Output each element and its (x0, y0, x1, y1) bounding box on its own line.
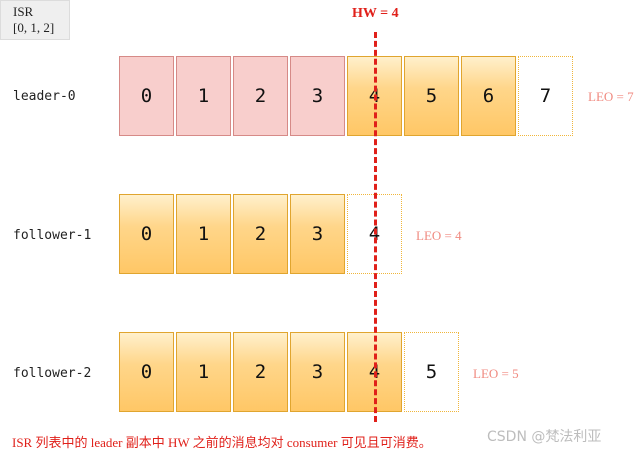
isr-members: [0, 1, 2] (13, 20, 55, 35)
follower-2-cell-2: 2 (233, 332, 288, 412)
row-label-leader-0: leader-0 (13, 89, 76, 104)
leader-0-cell-1: 1 (176, 56, 231, 136)
isr-box: ISR [0, 1, 2] (0, 0, 70, 40)
leader-0-cell-0: 0 (119, 56, 174, 136)
follower-1-cell-1: 1 (176, 194, 231, 274)
row-label-follower-1: follower-1 (13, 228, 92, 243)
leader-0-cell-2: 2 (233, 56, 288, 136)
follower-2-cell-3: 3 (290, 332, 345, 412)
leader-0-cell-6: 6 (461, 56, 516, 136)
leo-follower-1: LEO = 4 (416, 228, 462, 243)
leader-0-cell-5: 5 (404, 56, 459, 136)
leader-0-cell-7: 7 (518, 56, 573, 136)
follower-1-cell-3: 3 (290, 194, 345, 274)
leo-leader-0: LEO = 7 (588, 89, 634, 104)
watermark: CSDN @梵法利亚 (487, 429, 602, 445)
follower-2-cell-0: 0 (119, 332, 174, 412)
hw-label: HW = 4 (352, 6, 399, 21)
follower-1-cell-0: 0 (119, 194, 174, 274)
follower-2-cell-5: 5 (404, 332, 459, 412)
caption: ISR 列表中的 leader 副本中 HW 之前的消息均对 consumer … (12, 435, 432, 450)
leo-follower-2: LEO = 5 (473, 366, 519, 381)
isr-title: ISR (13, 4, 34, 19)
leader-0-cell-3: 3 (290, 56, 345, 136)
follower-1-cell-2: 2 (233, 194, 288, 274)
follower-2-cell-1: 1 (176, 332, 231, 412)
hw-dashed-line (374, 32, 377, 422)
row-label-follower-2: follower-2 (13, 366, 92, 381)
